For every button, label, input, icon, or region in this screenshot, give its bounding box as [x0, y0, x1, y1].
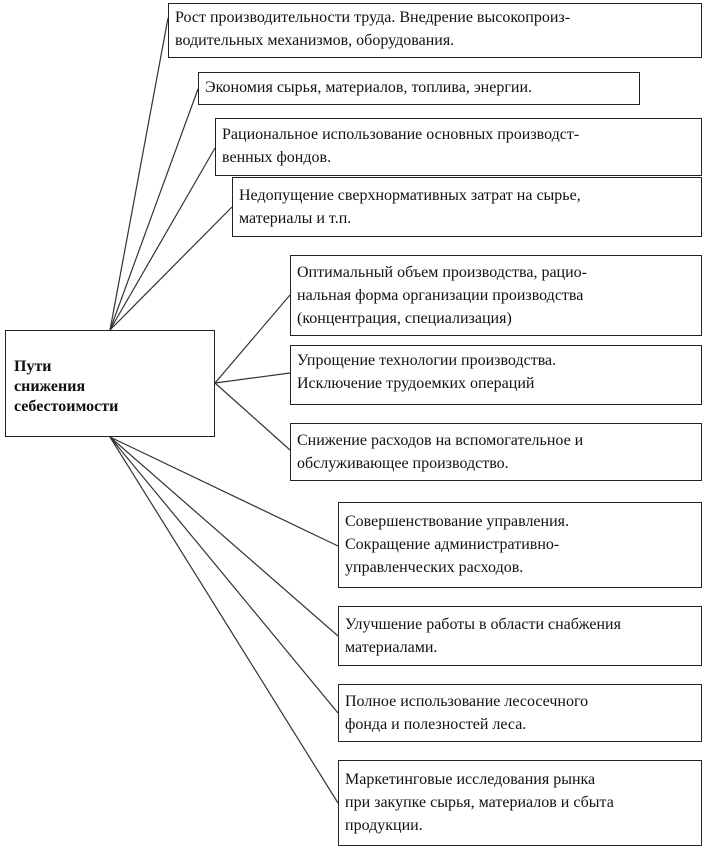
item-line: Исключение трудоемких операций	[297, 375, 535, 392]
connector-8	[109, 436, 339, 547]
item-line: материалы и т.п.	[239, 210, 352, 227]
item-resource-economy: Экономия сырья, материалов, топлива, эне…	[198, 72, 640, 105]
item-line: Совершенствование управления.	[345, 513, 570, 530]
item-line: (концентрация, специализация)	[297, 310, 512, 327]
item-line: Экономия сырья, материалов, топлива, эне…	[205, 79, 533, 96]
center-label-line-3: себестоимости	[14, 398, 119, 415]
connector-1	[109, 17, 169, 331]
item-labor-productivity: Рост производительности труда. Внедрение…	[168, 3, 702, 58]
item-line: Упрощение технологии производства.	[297, 352, 557, 369]
item-line: Маркетинговые исследования рынка	[345, 771, 596, 788]
item-excess-costs: Недопущение сверхнормативных затрат на с…	[232, 177, 702, 237]
item-line: Оптимальный объем производства, рацио-	[297, 264, 587, 281]
item-auxiliary-costs: Снижение расходов на вспомогательное и о…	[290, 423, 702, 481]
item-line: управленческих расходов.	[345, 559, 524, 576]
center-label-line-2: снижения	[14, 378, 86, 395]
item-line: водительных механизмов, оборудования.	[175, 32, 455, 49]
item-line: при закупке сырья, материалов и сбыта	[345, 794, 614, 811]
connector-3	[109, 147, 216, 331]
item-line: Снижение расходов на вспомогательное и	[297, 432, 584, 449]
item-line: Сокращение административно-	[345, 536, 560, 553]
connector-9	[109, 436, 339, 637]
connector-2	[109, 88, 199, 331]
item-supply-improvement: Улучшение работы в области снабжения мат…	[338, 606, 702, 666]
connector-10	[109, 436, 339, 714]
item-optimal-volume: Оптимальный объем производства, рацио- н…	[290, 255, 702, 336]
connector-6	[214, 372, 291, 384]
item-line: венных фондов.	[222, 149, 332, 166]
item-line: Недопущение сверхнормативных затрат на с…	[239, 187, 581, 204]
item-line: Рациональное использование основных прои…	[222, 126, 580, 143]
item-line: материалами.	[345, 639, 438, 656]
item-line: фонда и полезностей леса.	[345, 716, 527, 733]
item-line: нальная форма организации производства	[297, 287, 584, 304]
item-fixed-assets: Рациональное использование основных прои…	[215, 118, 702, 176]
center-node: Пути снижения себестоимости	[5, 330, 215, 437]
item-line: Улучшение работы в области снабжения	[345, 616, 621, 633]
center-label-line-1: Пути	[14, 358, 52, 375]
item-line: Рост производительности труда. Внедрение…	[175, 9, 571, 26]
item-line: обслуживающее производство.	[297, 455, 509, 472]
item-line: Полное использование лесосечного	[345, 693, 589, 710]
item-management-improvement: Совершенствование управления. Сокращение…	[338, 502, 702, 588]
connector-4	[109, 206, 233, 331]
item-marketing-research: Маркетинговые исследования рынка при зак…	[338, 760, 702, 846]
connector-5	[214, 294, 291, 384]
connector-7	[214, 382, 291, 451]
item-technology-simplification: Упрощение технологии производства. Исклю…	[290, 345, 702, 405]
item-line: продукции.	[345, 817, 423, 834]
connector-11	[109, 436, 339, 804]
item-forest-use: Полное использование лесосечного фонда и…	[338, 684, 702, 742]
